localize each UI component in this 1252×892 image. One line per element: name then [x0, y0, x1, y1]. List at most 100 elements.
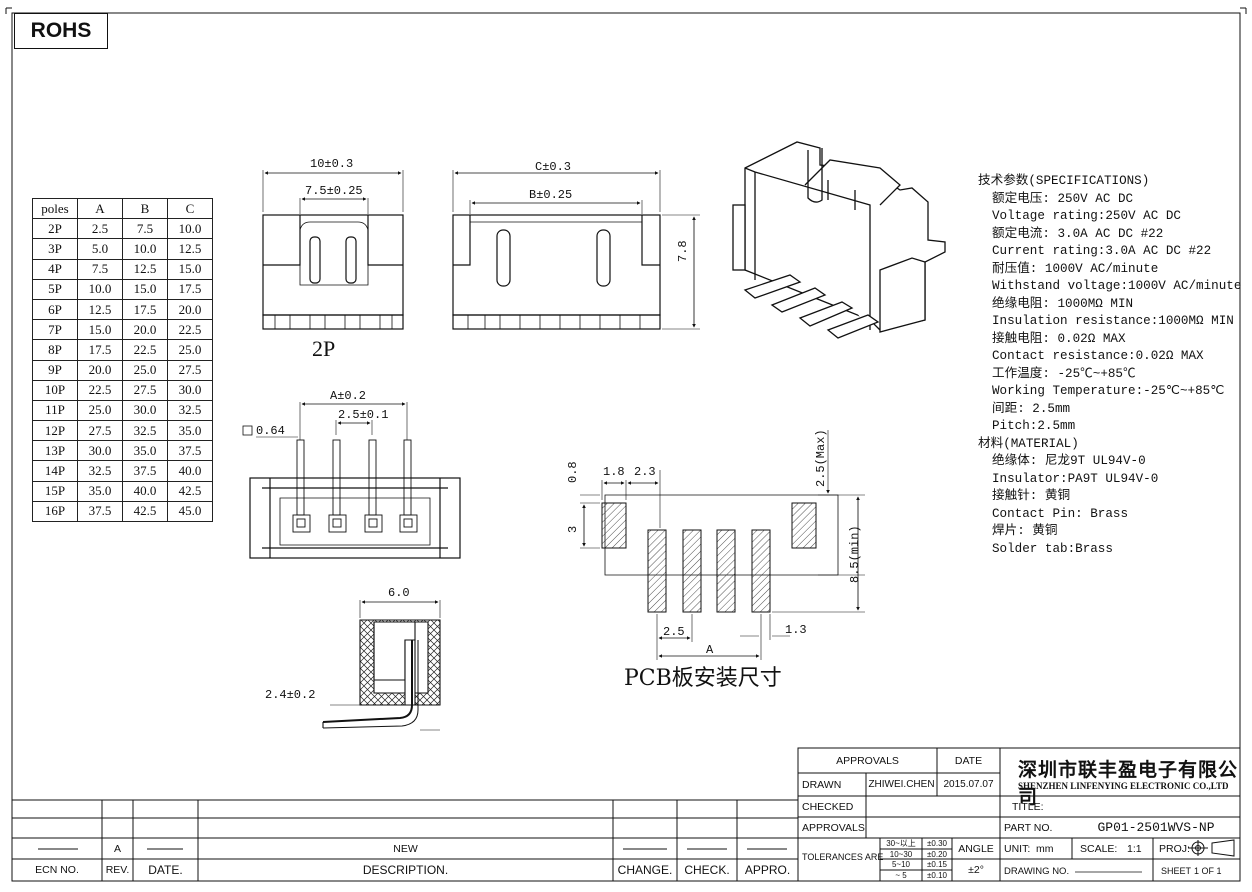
tb-proj-label: PROJ: — [1159, 842, 1190, 855]
spec-line: 绝缘体: 尼龙9T UL94V-0 — [992, 454, 1146, 468]
spec-line: Solder tab:Brass — [992, 541, 1113, 556]
tb-sheet-label: SHEET — [1161, 865, 1192, 876]
pole-table-cell: 11P — [32, 399, 78, 422]
pole-table-cell: 40.0 — [122, 480, 168, 502]
pole-table-cell: 10.0 — [77, 278, 123, 300]
bottom-view — [242, 402, 461, 559]
tb-drawn-by: ZHIWEI.CHEN — [868, 779, 935, 790]
dim-pcb-3: 3 — [566, 525, 580, 533]
title-block-grid — [12, 747, 1241, 882]
rev-description-new: NEW — [393, 842, 418, 855]
pole-table-cell: 12P — [32, 420, 78, 442]
spec-line: Insulator:PA9T UL94V-0 — [992, 471, 1159, 486]
pole-table-cell: 27.5 — [77, 420, 123, 442]
rev-change-header: CHANGE. — [617, 863, 673, 877]
projection-symbol-icon — [1188, 839, 1235, 857]
dim-top-width: 10±0.3 — [310, 157, 354, 171]
pole-table-cell: 13P — [32, 440, 78, 462]
pole-table-header: poles — [32, 197, 78, 220]
rev-date-header: DATE. — [148, 863, 183, 877]
tb-angle-value: ±2° — [968, 864, 984, 876]
spec-line: 额定电流: 3.0A AC DC #22 — [992, 226, 1164, 241]
dim-pcb-23: 2.3 — [634, 465, 656, 479]
pole-table-cell: 17.5 — [167, 278, 213, 300]
pole-table-cell: 14P — [32, 460, 78, 482]
dim-pcb-08: 0.8 — [566, 461, 580, 483]
dim-b: B±0.25 — [529, 188, 573, 202]
tb-approvals-label: APPROVALS — [802, 821, 865, 834]
dim-pitch: 2.5±0.1 — [338, 408, 389, 422]
pole-table-cell: 37.5 — [122, 460, 168, 482]
spec-line: Current rating:3.0A AC DC #22 — [992, 244, 1212, 258]
spec-line: 焊片: 黄铜 — [992, 524, 1058, 538]
spec-line: 接触电阻: 0.02Ω MAX — [992, 331, 1126, 346]
dim-pcb-25max: 2.5(Max) — [814, 429, 828, 487]
pole-table-cell: 15P — [32, 480, 78, 502]
pole-table-cell: 32.5 — [122, 420, 168, 442]
rohs-badge: ROHS — [14, 13, 108, 49]
pole-table-cell: 25.0 — [77, 399, 123, 422]
pole-table-cell: 15.0 — [167, 258, 213, 280]
pole-table-cell: 17.5 — [77, 339, 123, 361]
pole-table-cell: 30.0 — [167, 379, 213, 401]
pole-table-cell: 15.0 — [77, 319, 123, 341]
pole-table-cell: 45.0 — [167, 500, 213, 523]
isometric-view — [732, 141, 946, 339]
pole-table-cell: 35.0 — [122, 440, 168, 462]
pole-table-cell: 37.5 — [77, 500, 123, 523]
pcb-footprint — [580, 430, 865, 660]
tb-part-label: PART NO. — [1004, 821, 1053, 834]
pole-table-cell: 5.0 — [77, 238, 123, 260]
dim-c: C±0.3 — [535, 160, 572, 174]
pole-table-cell: 25.0 — [122, 359, 168, 381]
tolerance-range: 30~以上 — [886, 839, 916, 848]
dim-pcb-a: A — [706, 643, 714, 657]
tolerance-value: ±0.15 — [927, 860, 947, 869]
rev-rev-header: REV. — [105, 864, 130, 876]
pole-table-cell: 22.5 — [77, 379, 123, 401]
pole-table-cell: 7.5 — [122, 218, 168, 240]
dim-top-inner: 7.5±0.25 — [305, 184, 363, 198]
tb-scale-value: 1:1 — [1127, 842, 1142, 855]
spec-line: 技术参数(SPECIFICATIONS) — [978, 174, 1150, 188]
pole-table-cell: 22.5 — [122, 339, 168, 361]
pole-table-cell: 30.0 — [77, 440, 123, 462]
pole-table-header: B — [122, 197, 168, 220]
tb-sheet-value: 1 OF 1 — [1194, 865, 1222, 876]
tb-angle-label: ANGLE — [958, 842, 994, 855]
spec-line: Withstand voltage:1000V AC/minute — [992, 279, 1242, 293]
pole-table-cell: 2P — [32, 218, 78, 240]
company-name-cn: 深圳市联丰盈电子有限公司 — [1018, 759, 1239, 808]
tb-title-label: TITLE: — [1012, 800, 1044, 813]
tb-unit-label: UNIT: — [1004, 842, 1031, 855]
pcb-layout-title: PCB板安装尺寸 — [624, 666, 782, 691]
pole-table-cell: 12.5 — [167, 238, 213, 260]
tb-date-header: DATE — [954, 754, 983, 767]
dim-pcb-18: 1.8 — [603, 465, 625, 479]
pole-table-cell: 27.5 — [167, 359, 213, 381]
tb-approvals-header: APPROVALS — [836, 754, 899, 767]
pole-table-cell: 12.5 — [77, 298, 123, 321]
pole-table-cell: 30.0 — [122, 399, 168, 422]
front-view-2p — [262, 170, 404, 330]
dim-pcb-25: 2.5 — [663, 625, 685, 639]
pole-table-cell: 10.0 — [122, 238, 168, 260]
tb-drawn-label: DRAWN — [802, 778, 842, 791]
dim-a: A±0.2 — [330, 389, 367, 403]
pole-table-header: C — [167, 197, 213, 220]
tb-checked-label: CHECKED — [802, 800, 854, 813]
rev-description-header: DESCRIPTION. — [362, 863, 449, 877]
pole-table-cell: 32.5 — [77, 460, 123, 482]
tolerance-value: ±0.30 — [927, 839, 947, 848]
pole-table-cell: 25.0 — [167, 339, 213, 361]
